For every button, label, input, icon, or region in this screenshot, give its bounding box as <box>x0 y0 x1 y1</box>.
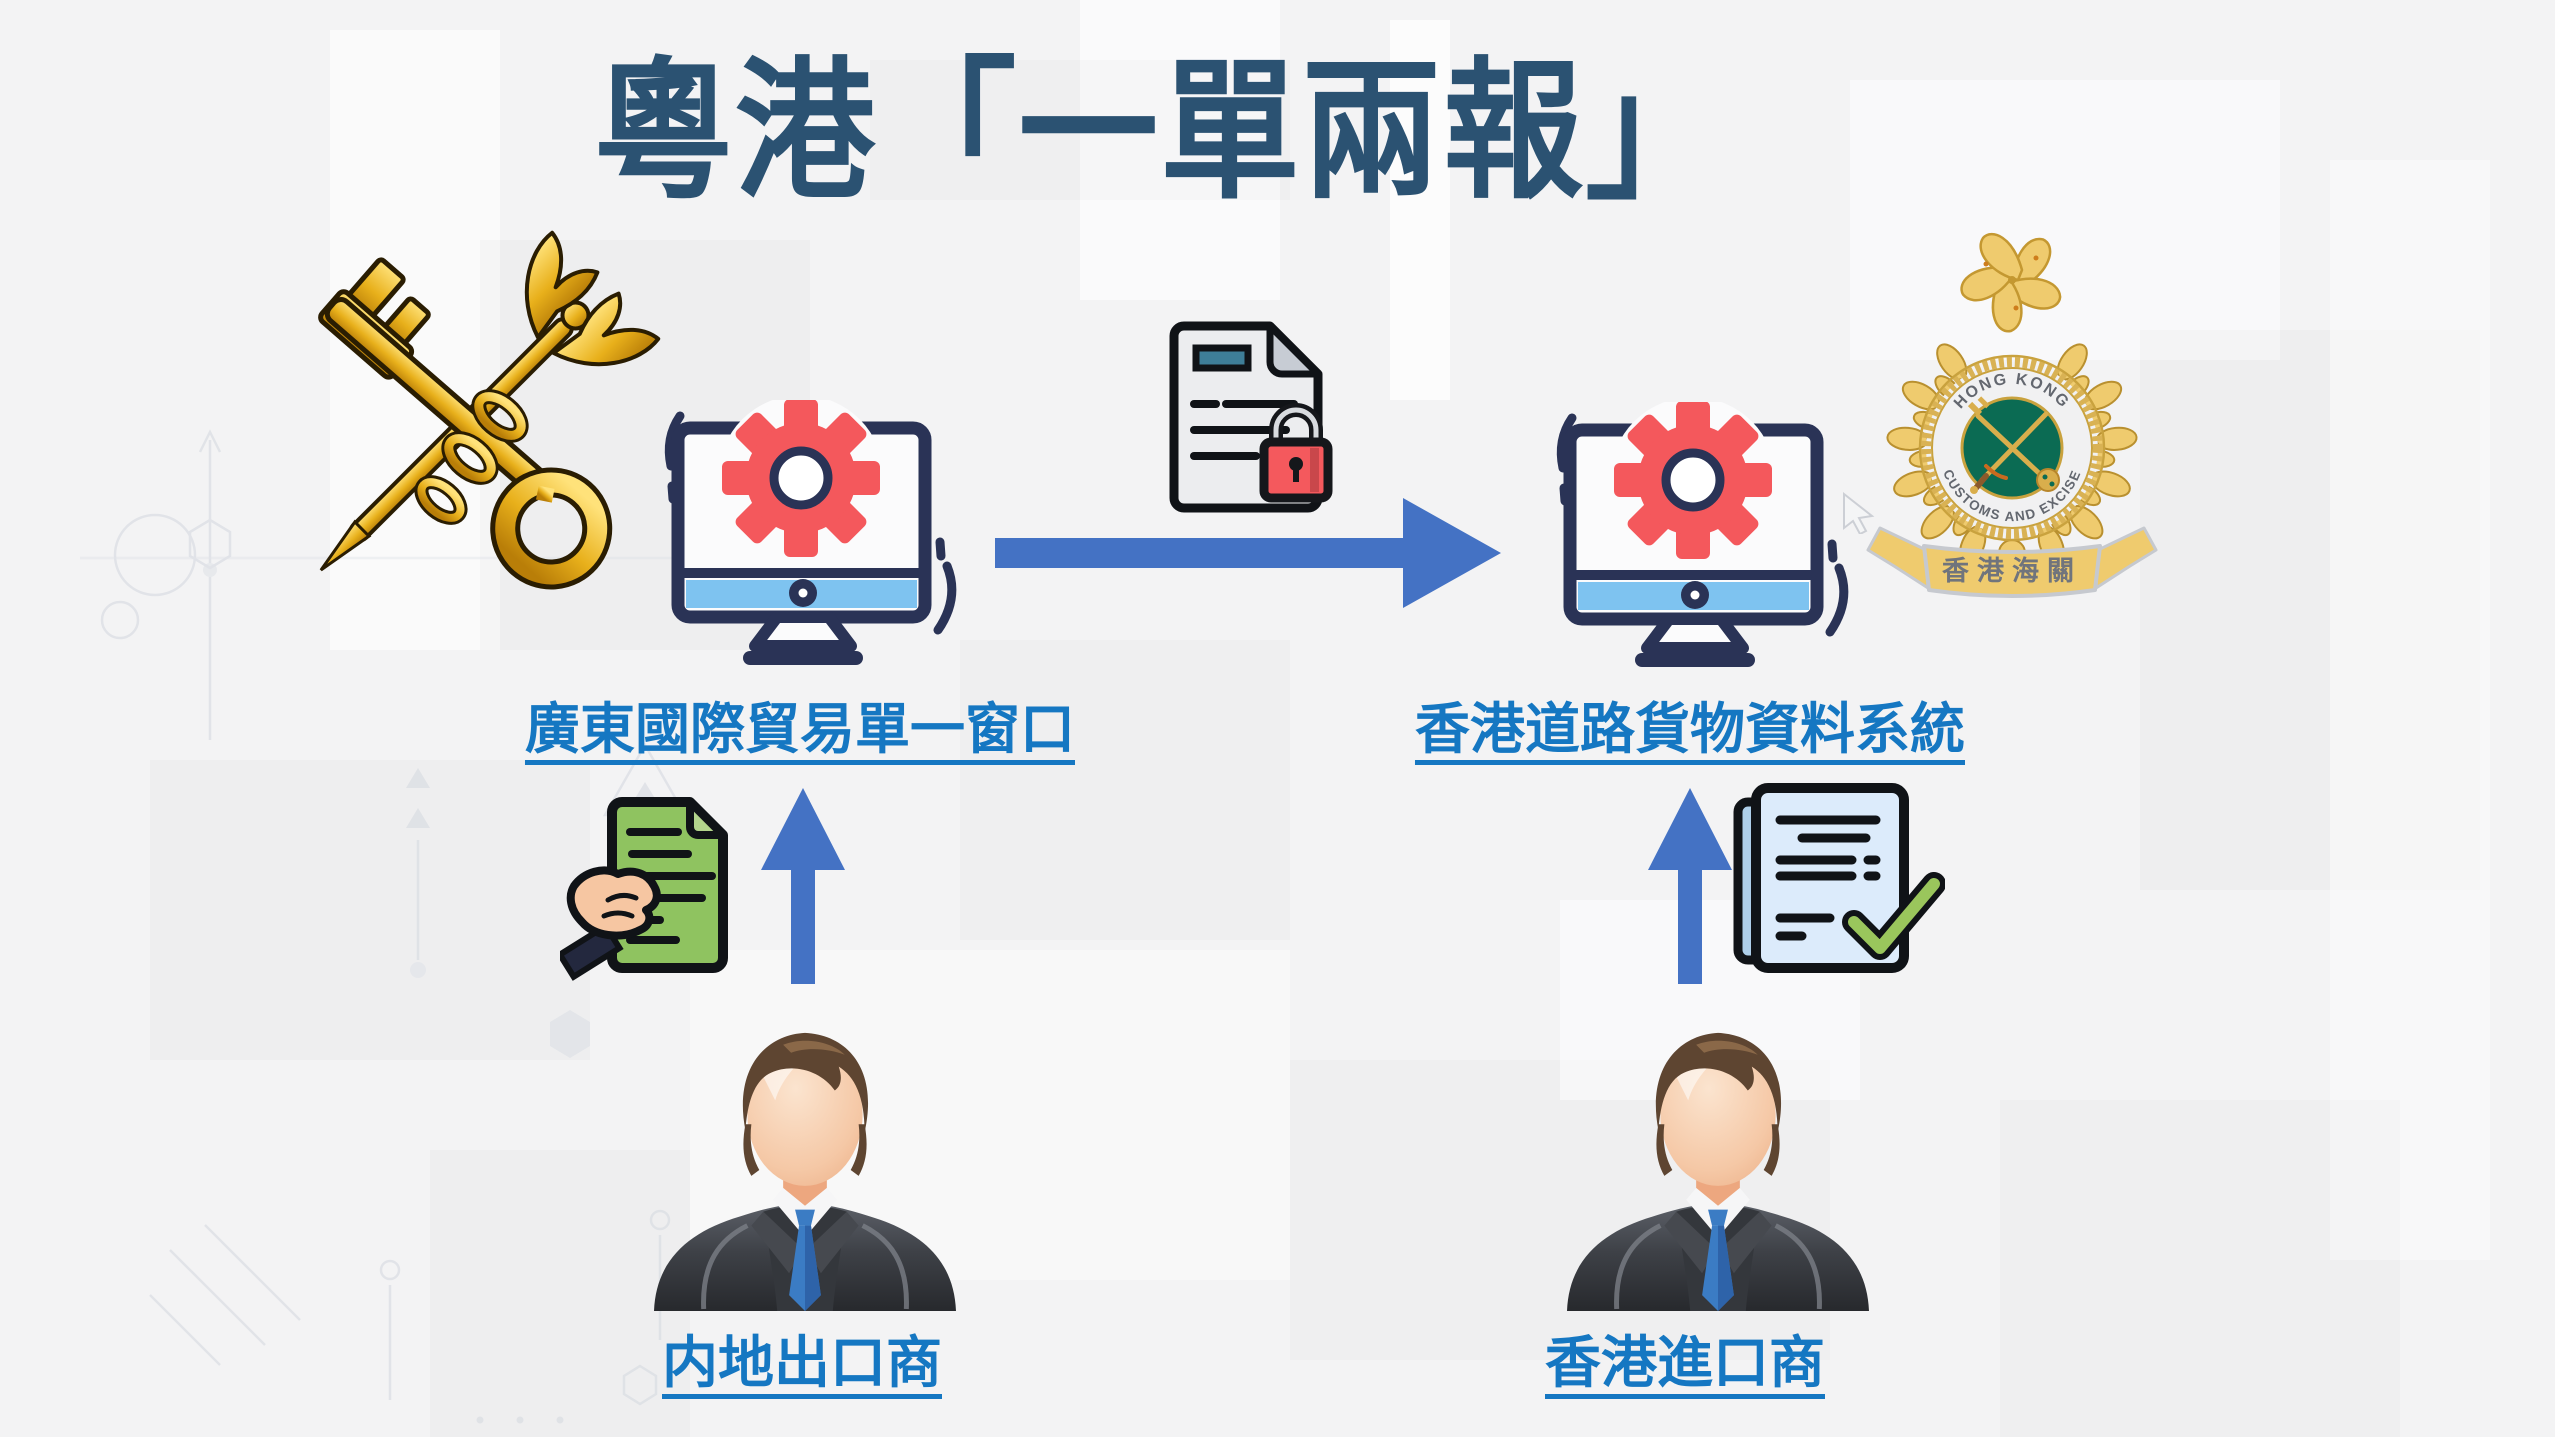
background-tile <box>2000 1100 2400 1437</box>
document-in-hand-icon <box>560 797 728 981</box>
locked-document-icon <box>1169 321 1333 513</box>
mainland-exporter-link[interactable]: 内地出口商 <box>662 1331 942 1394</box>
arrow-right-icon <box>995 498 1501 608</box>
cursor-watermark-icon <box>1843 492 1875 534</box>
hk-importer-link[interactable]: 香港進口商 <box>1545 1331 1825 1394</box>
hk-customs-emblem: HONG KONG CUSTOMS AND EXCISE 香港海關 <box>1866 232 2158 598</box>
businessman-icon <box>1558 1013 1878 1311</box>
background-tile <box>2140 330 2480 890</box>
svg-text:香港海關: 香港海關 <box>1942 556 2082 586</box>
slide-title: 粵港「一單兩報」 <box>593 47 1727 217</box>
arrow-up-icon <box>761 788 845 984</box>
hk-road-cargo-system-link[interactable]: 香港道路貨物資料系統 <box>1414 698 1965 760</box>
china-customs-emblem <box>318 230 661 590</box>
monitor-gear-icon <box>1542 402 1882 692</box>
monitor-gear-icon <box>650 400 990 690</box>
businessman-icon <box>645 1013 965 1311</box>
mainland-single-window-link[interactable]: 廣東國際貿易單一窗口 <box>524 698 1075 760</box>
document-check-icon <box>1733 783 1945 973</box>
background-tile <box>2330 160 2490 1260</box>
arrow-up-icon <box>1648 788 1732 984</box>
